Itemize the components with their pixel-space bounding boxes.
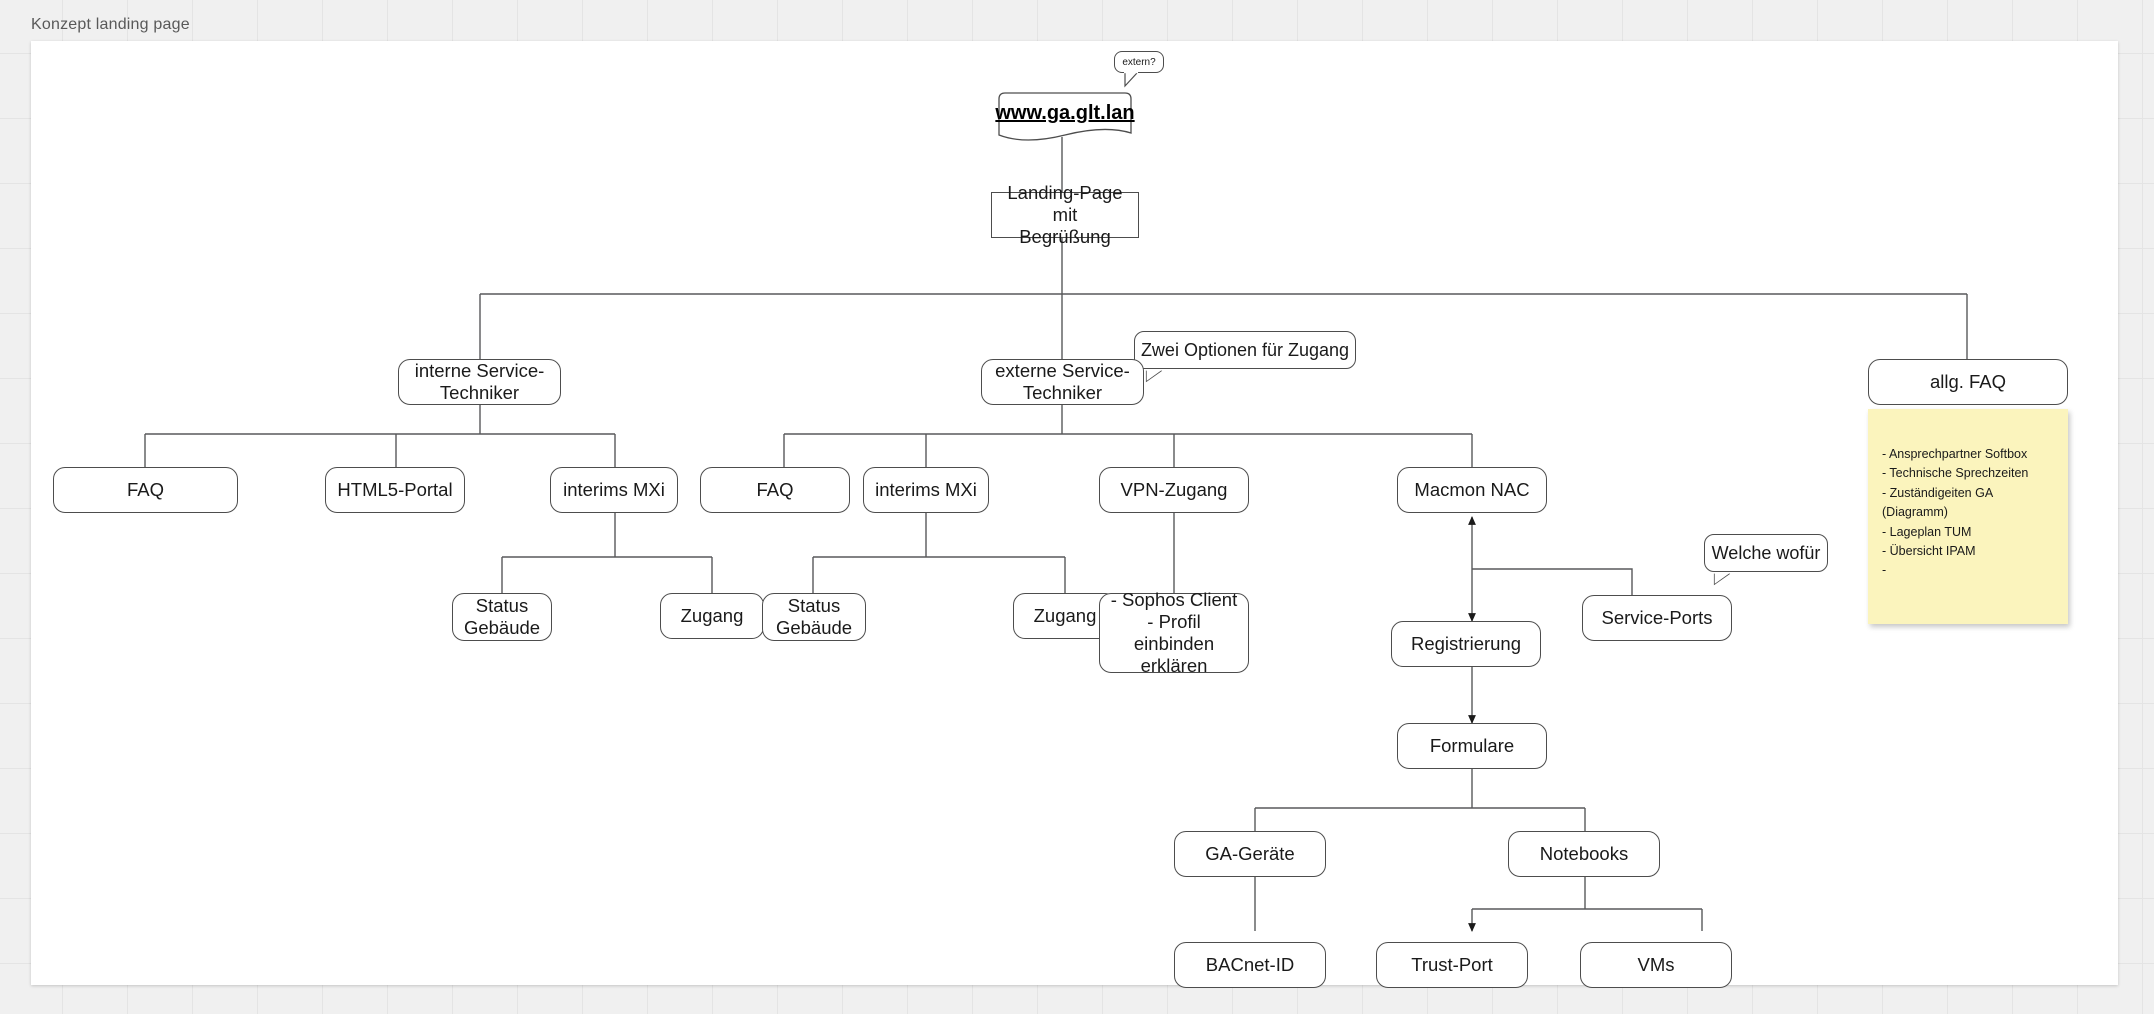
sticky-note-line: - Ansprechpartner Softbox: [1882, 447, 2028, 461]
callout-tail-icon: [1124, 70, 1138, 88]
node-faq-extern-label: FAQ: [756, 479, 794, 501]
node-vms[interactable]: VMs: [1580, 942, 1732, 988]
node-html5-portal-label: HTML5-Portal: [337, 479, 453, 501]
node-status-gebaeude-intern[interactable]: Status Gebäude: [452, 593, 552, 641]
callout-welche-wofuer[interactable]: Welche wofür: [1704, 534, 1828, 586]
node-ga-geraete[interactable]: GA-Geräte: [1174, 831, 1326, 877]
node-zugang-extern-label: Zugang: [1033, 605, 1097, 627]
node-interne-service-techniker-label: interne Service- Techniker: [414, 360, 545, 403]
node-faq-intern-label: FAQ: [126, 479, 164, 501]
node-ga-geraete-label: GA-Geräte: [1205, 843, 1295, 865]
sticky-note-line: - Zuständigeiten GA: [1882, 485, 1994, 500]
node-macmon-nac-label: Macmon NAC: [1414, 479, 1530, 501]
document-node-url[interactable]: www.ga.glt.lan: [995, 91, 1135, 145]
node-externe-service-techniker[interactable]: externe Service- Techniker: [981, 359, 1144, 405]
diagram-page[interactable]: www.ga.glt.lan extern? Landing-Page mit …: [31, 41, 2118, 988]
callout-zwei-optionen-label: Zwei Optionen für Zugang: [1140, 339, 1350, 360]
node-notebooks[interactable]: Notebooks: [1508, 831, 1660, 877]
sticky-note-line: - Technische Sprechzeiten: [1882, 466, 2029, 481]
node-interims-mxi-intern[interactable]: interims MXi: [550, 467, 678, 513]
node-registrierung[interactable]: Registrierung: [1391, 621, 1541, 667]
node-zugang-intern[interactable]: Zugang: [660, 593, 764, 639]
callout-tail-icon: [1713, 572, 1731, 586]
node-trust-port[interactable]: Trust-Port: [1376, 942, 1528, 988]
node-zugang-intern-label: Zugang: [680, 605, 744, 627]
node-interims-mxi-extern[interactable]: interims MXi: [863, 467, 989, 513]
node-faq-extern[interactable]: FAQ: [700, 467, 850, 513]
callout-zwei-optionen[interactable]: Zwei Optionen für Zugang: [1134, 331, 1356, 383]
node-allg-faq-label: allg. FAQ: [1929, 371, 2007, 393]
document-shape-icon: [998, 92, 1132, 141]
node-registrierung-label: Registrierung: [1410, 633, 1522, 655]
node-allg-faq[interactable]: allg. FAQ: [1868, 359, 2068, 405]
node-landing-page[interactable]: Landing-Page mit Begrüßung: [991, 182, 1139, 247]
node-bacnet-id[interactable]: BACnet-ID: [1174, 942, 1326, 988]
node-formulare-label: Formulare: [1429, 735, 1515, 757]
node-vms-label: VMs: [1637, 954, 1675, 976]
node-vpn-details[interactable]: - Sophos Client - Profil einbinden erklä…: [1099, 589, 1249, 676]
node-interims-mxi-intern-label: interims MXi: [563, 479, 665, 501]
sticky-note-line: - Lageplan TUM: [1882, 524, 1972, 539]
node-trust-port-label: Trust-Port: [1411, 954, 1493, 976]
page-title: Konzept landing page: [31, 16, 190, 33]
node-status-gebaeude-intern-label: Status Gebäude: [463, 595, 541, 638]
callout-welche-wofuer-label: Welche wofür: [1711, 542, 1821, 563]
node-html5-portal[interactable]: HTML5-Portal: [325, 467, 465, 513]
node-macmon-nac[interactable]: Macmon NAC: [1397, 467, 1547, 513]
node-vpn-zugang-label: VPN-Zugang: [1120, 479, 1228, 501]
sticky-note-faq-contents[interactable]: - Ansprechpartner Softbox - Technische S…: [1868, 409, 2068, 624]
node-status-gebaeude-extern-label: Status Gebäude: [775, 595, 853, 638]
node-service-ports-label: Service-Ports: [1601, 607, 1713, 629]
node-notebooks-label: Notebooks: [1539, 843, 1629, 865]
node-externe-service-techniker-label: externe Service- Techniker: [995, 360, 1130, 403]
node-landing-page-label: Landing-Page mit Begrüßung: [1007, 182, 1123, 247]
node-service-ports[interactable]: Service-Ports: [1582, 595, 1732, 641]
node-status-gebaeude-extern[interactable]: Status Gebäude: [762, 593, 866, 641]
node-vpn-details-label: - Sophos Client - Profil einbinden erklä…: [1110, 589, 1238, 676]
document-node-label: www.ga.glt.lan: [995, 102, 1135, 124]
node-vpn-zugang[interactable]: VPN-Zugang: [1099, 467, 1249, 513]
sticky-note-line: (Diagramm): [1882, 505, 1948, 520]
sticky-note-line: -: [1882, 563, 1887, 578]
node-faq-intern[interactable]: FAQ: [53, 467, 238, 513]
node-interne-service-techniker[interactable]: interne Service- Techniker: [398, 359, 561, 405]
callout-tail-icon: [1145, 369, 1163, 383]
node-bacnet-id-label: BACnet-ID: [1205, 954, 1295, 976]
sticky-note-line: - Übersicht IPAM: [1882, 543, 1976, 558]
callout-extern[interactable]: extern?: [1114, 51, 1164, 88]
node-interims-mxi-extern-label: interims MXi: [875, 479, 977, 501]
node-formulare[interactable]: Formulare: [1397, 723, 1547, 769]
callout-extern-label: extern?: [1122, 56, 1156, 68]
